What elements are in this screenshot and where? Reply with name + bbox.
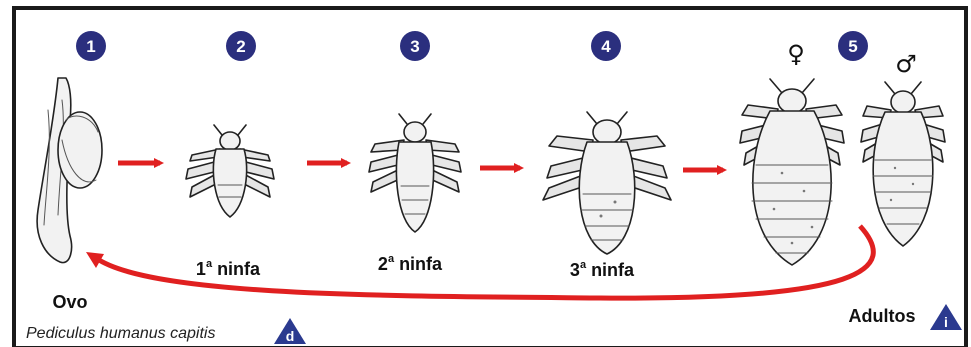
stage-number-1: 1: [86, 37, 95, 56]
adult-female-louse-icon: [740, 79, 844, 265]
female-symbol-icon: ♀: [787, 40, 805, 68]
stage-number-3: 3: [410, 37, 419, 56]
stage-label-nymph1: 1a ninfa: [196, 258, 261, 279]
stage-label-egg: Ovo: [52, 292, 87, 312]
male-symbol-icon: ♂: [895, 50, 917, 78]
marker-i-triangle-icon: i: [930, 304, 962, 330]
species-name: Pediculus humanus capitis: [26, 325, 215, 342]
egg-on-hair-icon: [37, 78, 102, 263]
svg-text:d: d: [286, 328, 295, 344]
stage-number-4: 4: [601, 37, 611, 56]
adult-male-louse-icon: [861, 82, 945, 246]
stage-badge-2: 2: [226, 31, 256, 61]
stage-badge-4: 4: [591, 31, 621, 61]
second-nymph-icon: [369, 114, 461, 232]
stage-badge-5: 5: [838, 31, 868, 61]
svg-text:i: i: [944, 314, 948, 330]
stage-badge-3: 3: [400, 31, 430, 61]
first-nymph-icon: [186, 125, 274, 217]
marker-d-triangle-icon: d: [274, 318, 306, 344]
stage-badge-1: 1: [76, 31, 106, 61]
stage-label-adults: Adultos: [849, 306, 916, 326]
stage-label-nymph2: 2a ninfa: [378, 253, 443, 274]
stage-number-2: 2: [236, 37, 245, 56]
stage-number-5: 5: [848, 37, 857, 56]
stage-label-nymph3: 3a ninfa: [570, 259, 635, 280]
third-nymph-icon: [543, 112, 671, 254]
